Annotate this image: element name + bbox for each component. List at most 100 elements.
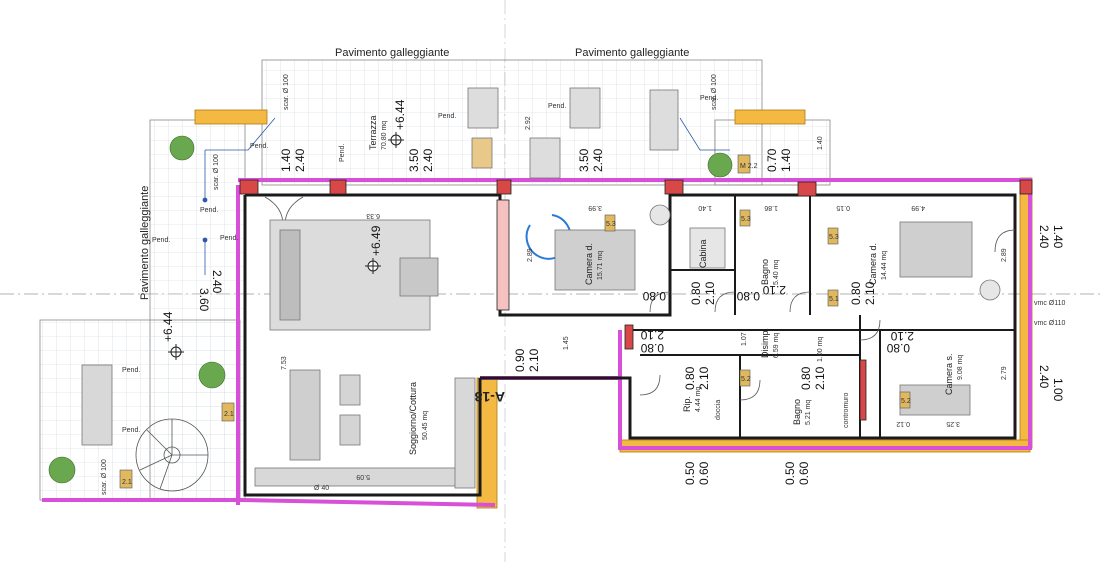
room-hallway: Disimp. — [760, 328, 770, 358]
window-tag: 5.3 — [829, 234, 839, 241]
room-terrace-area: 70.80 mq — [381, 121, 388, 150]
room-living: Soggiorno/Cottura — [408, 382, 418, 455]
dimension: 2.10 — [863, 281, 877, 305]
window-tag: 2.1 — [224, 411, 234, 418]
room-bed1: Camera d. — [584, 243, 594, 285]
dimension: 3.50 — [407, 148, 421, 172]
dimension: 2.79 — [1001, 366, 1008, 380]
dimension: 1.45 — [563, 336, 570, 350]
slope-note: Pend. — [220, 235, 238, 242]
slope-note: Pend. — [339, 144, 346, 162]
dimension: 6.33 — [366, 212, 380, 219]
shower-note: doccia — [715, 400, 722, 420]
columns — [239, 179, 1033, 421]
terrace-table — [81, 364, 113, 446]
room-storage-area: 4.44 mq — [695, 387, 702, 412]
dimension: 0.90 — [513, 348, 527, 372]
room-bath1-area: 5.40 mq — [773, 260, 780, 285]
window-tag: 5.2 — [901, 398, 911, 405]
dimension: 0.50 — [683, 461, 697, 485]
dimension: 2.10 — [703, 281, 717, 305]
dimension: 1.40 — [779, 148, 793, 172]
room-bed1-area: 15.71 mq — [597, 251, 604, 280]
dimension: 2.40 — [1037, 365, 1051, 389]
plants — [48, 135, 733, 484]
dimension: 1.40 — [817, 136, 824, 150]
dimension: 2.10 — [527, 348, 541, 372]
dimension: 2.10 — [813, 366, 827, 390]
window-tag: 5.3 — [606, 221, 616, 228]
slope-note: Pend. — [250, 143, 268, 150]
dimension: 0.50 — [783, 461, 797, 485]
dimension: 2.40 — [293, 148, 307, 172]
dimension: 4.99 — [911, 204, 925, 211]
room-bath1: Bagno — [760, 259, 770, 285]
dimension: 2.40 — [210, 270, 224, 294]
dimension: 0.80 — [642, 289, 666, 303]
room-closet: Cabina — [698, 239, 708, 268]
dimension: 2.10 — [640, 328, 664, 342]
dimension: 0.80 — [799, 366, 813, 390]
dimension: 0.80 — [689, 281, 703, 305]
dimension: 2.40 — [591, 148, 605, 172]
slope-note: Pend. — [700, 95, 718, 102]
dimension: 1.07 — [741, 332, 748, 346]
dimension: 0.60 — [797, 461, 811, 485]
dimension: 1.40 — [1051, 225, 1065, 249]
drain-note: scar. Ø 100 — [101, 459, 108, 495]
dimension: 0.15 — [836, 204, 850, 211]
elevation-living: +6.49 — [369, 225, 383, 256]
dimension: 0.80 — [886, 341, 910, 355]
dimension: 2.92 — [525, 116, 532, 130]
dimension: 1.86 — [764, 204, 778, 211]
spiral-staircase — [135, 418, 209, 492]
floating-floor-label: Pavimento galleggiante — [139, 186, 151, 300]
room-bed-single-area: 9.08 mq — [957, 355, 964, 380]
bed-single — [899, 384, 971, 416]
dimension: 1.40 — [279, 148, 293, 172]
room-storage: Rip. — [682, 396, 692, 412]
dimension: 0.60 — [697, 461, 711, 485]
floating-floor-label: Pavimento galleggiante — [575, 47, 689, 59]
room-hallway-area: 6.59 mq — [773, 333, 780, 358]
dimension: 2.10 — [890, 329, 914, 343]
vmc-note: vmc Ø110 — [1034, 320, 1065, 327]
floating-floor-label: Pavimento galleggiante — [335, 47, 449, 59]
contromuro-note: contromuro — [843, 392, 850, 428]
dimension: 0.80 — [736, 289, 760, 303]
dimension: 2.40 — [1037, 225, 1051, 249]
dimension: 7.53 — [281, 356, 288, 370]
dining-table — [289, 369, 321, 461]
dimension: 1.00 — [1051, 378, 1065, 402]
bed-double-2 — [899, 221, 973, 278]
room-living-area: 50.45 mq — [422, 411, 429, 440]
furniture — [81, 87, 1001, 489]
dimension: 0.80 — [640, 341, 664, 355]
slope-note: Pend. — [122, 427, 140, 434]
dimension: 5.09 — [356, 473, 370, 480]
window-tag: 5.3 — [741, 216, 751, 223]
dimension: 3.99 — [588, 204, 602, 211]
window-tag: M 2.2 — [740, 163, 758, 170]
dimension: 0.80 — [849, 281, 863, 305]
slope-note: Pend. — [200, 207, 218, 214]
room-bed-single: Camera s. — [944, 353, 954, 395]
dimension: 2.89 — [527, 248, 534, 262]
slope-note: Pend. — [152, 237, 170, 244]
window-tag: 5.1 — [829, 296, 839, 303]
dimension: 3.25 — [946, 420, 960, 427]
dimension: 2.40 — [421, 148, 435, 172]
dimension: 2.89 — [1001, 248, 1008, 262]
dimension: 1.00 mq — [817, 337, 824, 362]
room-terrace: Terrazza — [368, 115, 378, 150]
room-bed2-area: 14.44 mq — [881, 251, 888, 280]
window-tag: 5.2 — [741, 376, 751, 383]
window-tag: 2.1 — [122, 479, 132, 486]
slope-note: Pend. — [122, 367, 140, 374]
dimension: 3.50 — [577, 148, 591, 172]
dimension: 1.40 — [698, 204, 712, 211]
elevation-markers — [168, 132, 404, 360]
vmc-note: vmc Ø110 — [1034, 300, 1065, 307]
dimension: 3.60 — [197, 288, 211, 312]
